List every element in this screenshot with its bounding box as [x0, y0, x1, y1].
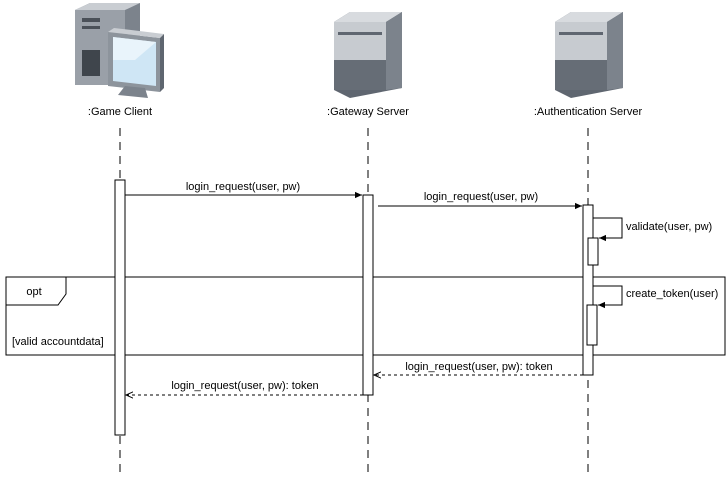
message-label: login_request(user, pw): [424, 191, 538, 203]
participant-gateway-server[interactable]: :Gateway Server: [327, 12, 409, 118]
activation-validate: [587, 237, 599, 266]
message-login-response-2[interactable]: login_request(user, pw): token: [126, 380, 363, 395]
participant-label: :Authentication Server: [534, 106, 643, 118]
activation-authentication-server: [582, 204, 594, 376]
message-login-request-1[interactable]: login_request(user, pw): [125, 181, 362, 199]
message-arrow: [593, 285, 623, 309]
participant-label: :Game Client: [88, 106, 152, 118]
desktop-computer-icon: [75, 3, 164, 98]
message-label: login_request(user, pw): token: [171, 380, 318, 392]
server-tower-icon: [555, 12, 623, 98]
activation-create-token: [586, 304, 598, 346]
message-label: login_request(user, pw): token: [405, 361, 552, 373]
message-login-request-2[interactable]: login_request(user, pw): [378, 191, 582, 210]
message-label: create_token(user): [626, 288, 718, 300]
participant-game-client[interactable]: :Game Client: [75, 3, 164, 118]
participant-label: :Gateway Server: [327, 106, 409, 118]
activation-game-client: [114, 179, 126, 436]
activation-gateway-server: [362, 194, 374, 396]
fragment-operator-label: opt: [26, 286, 41, 298]
participant-authentication-server[interactable]: :Authentication Server: [534, 12, 643, 118]
server-tower-icon: [334, 12, 402, 98]
message-label: validate(user, pw): [626, 221, 712, 233]
message-validate-self[interactable]: validate(user, pw): [593, 217, 712, 242]
message-create-token-self[interactable]: create_token(user): [593, 285, 718, 309]
message-label: login_request(user, pw): [186, 181, 300, 193]
message-login-response-1[interactable]: login_request(user, pw): token: [374, 361, 583, 375]
fragment-operator-tab: [5, 276, 67, 306]
message-arrow: [593, 217, 623, 242]
fragment-guard-label: [valid accountdata]: [12, 336, 104, 348]
